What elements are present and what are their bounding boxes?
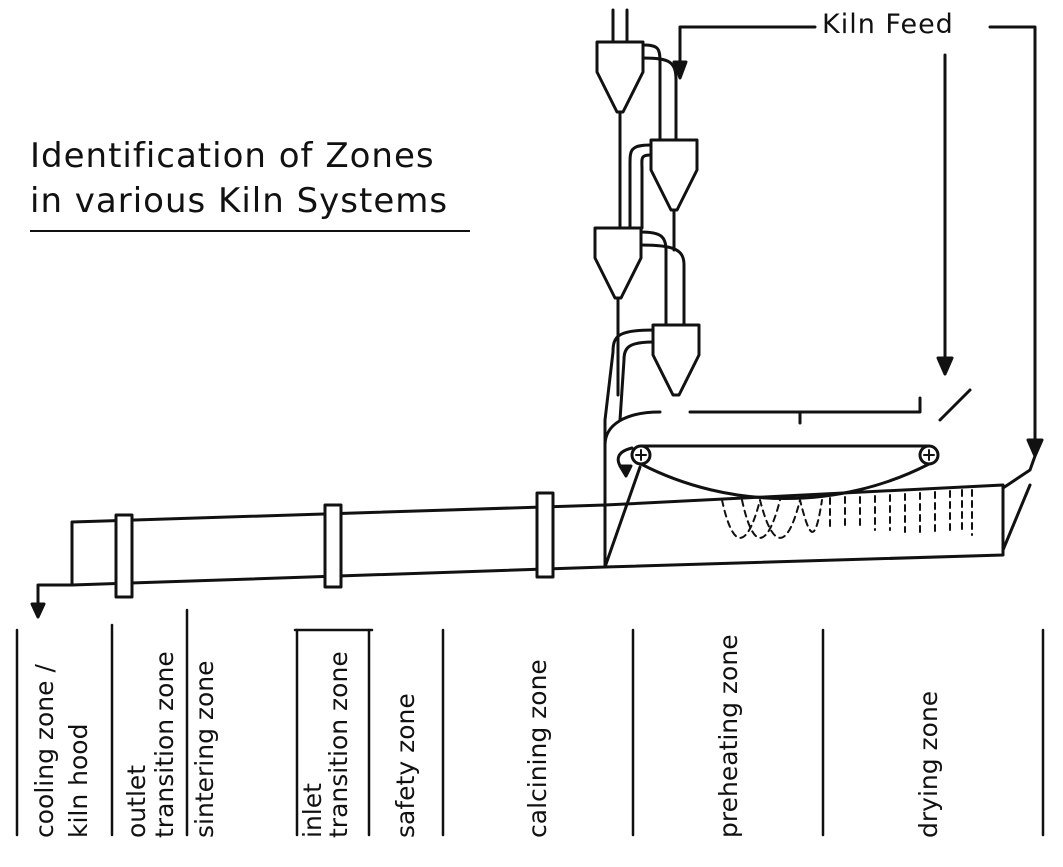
diagram-title-line-2: in various Kiln Systems <box>30 181 449 221</box>
zone-label-inlet: inlet <box>298 783 327 838</box>
zone-label-sintering: sintering zone <box>190 660 219 838</box>
kiln-chains <box>721 489 973 539</box>
zone-label-preheating: preheating zone <box>714 634 743 838</box>
zone-label-cooling: cooling zone / <box>30 664 59 838</box>
zone-label-drying: drying zone <box>914 690 943 838</box>
title-underline <box>30 230 470 232</box>
zone-label-outlet: outlet <box>122 764 151 838</box>
grate-preheater <box>603 388 972 567</box>
kiln-feed-line <box>672 25 1044 458</box>
zone-label-kiln-hood: kiln hood <box>64 723 93 838</box>
kiln-feed-label: Kiln Feed <box>822 9 954 40</box>
zone-label-inlet-transition: transition zone <box>324 651 353 838</box>
cyclone-preheater <box>593 8 701 567</box>
zone-dividers <box>15 608 1045 837</box>
zone-label-safety: safety zone <box>391 693 420 838</box>
zone-label-calcining: calcining zone <box>523 659 552 838</box>
rotary-kiln <box>30 454 1037 619</box>
diagram-title-line-1: Identification of Zones <box>30 136 435 176</box>
zone-label-outlet-transition: transition zone <box>150 651 179 838</box>
